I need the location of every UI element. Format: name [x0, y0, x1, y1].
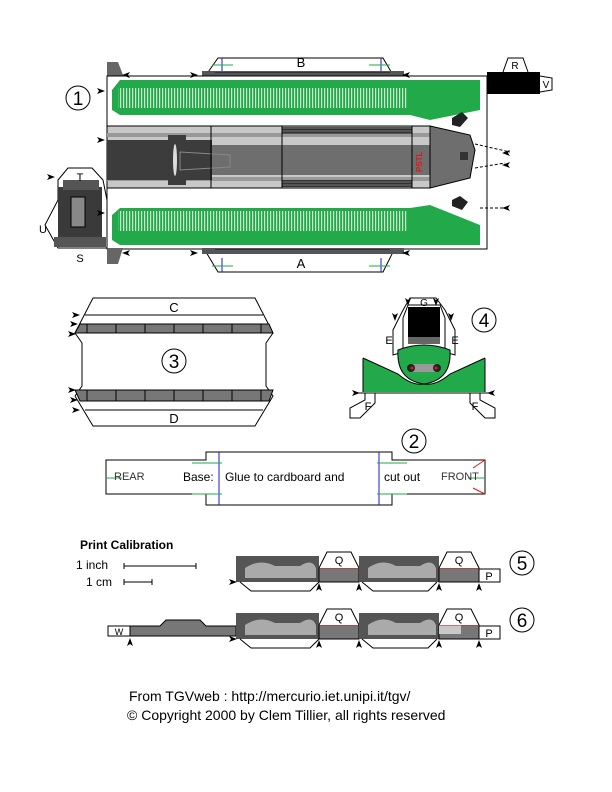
- rear-label: REAR: [114, 471, 145, 483]
- tab-label-q-6a: Q: [335, 612, 344, 624]
- base-instruction-2: Glue to cardboard and: [225, 470, 345, 484]
- front-label: FRONT: [441, 471, 479, 483]
- tab-label-b: B: [297, 55, 306, 70]
- part-number-circle-6: [509, 607, 535, 633]
- tab-label-q-5a: Q: [335, 555, 344, 567]
- foot-label-f-left: F: [365, 401, 372, 413]
- part-number-2: 2: [409, 432, 420, 453]
- part-number-circle-3: [161, 348, 187, 374]
- calibration-bars: [123, 563, 197, 585]
- livery-text: PSTL: [415, 151, 424, 172]
- tab-label-e-right: E: [451, 335, 458, 347]
- part-number-3: 3: [169, 352, 180, 373]
- tab-label-e-left: E: [385, 335, 392, 347]
- part-number-circle-5: [509, 550, 535, 576]
- tab-label-v: V: [543, 80, 550, 91]
- part-number-circle-1: [65, 85, 91, 111]
- tab-label-d: D: [169, 411, 178, 426]
- part-number-circle-2: [401, 428, 427, 454]
- part-5-bogie: [229, 551, 501, 592]
- tab-label-p-5: P: [485, 571, 492, 583]
- part-number-6: 6: [517, 611, 528, 632]
- tab-label-t: T: [77, 172, 84, 184]
- base-instruction-3: cut out: [384, 470, 421, 484]
- assembly-arrows-part1: [47, 72, 510, 256]
- tab-label-w-6: W: [115, 627, 124, 637]
- calibration-title: Print Calibration: [80, 538, 174, 552]
- part-number-4: 4: [479, 311, 490, 332]
- calibration-label-cm: 1 cm: [86, 575, 113, 589]
- foot-label-f-right: F: [472, 401, 479, 413]
- tab-label-g: G: [420, 298, 428, 309]
- part-6-bogie: [107, 608, 501, 649]
- tab-label-s: S: [76, 253, 83, 265]
- calibration-label-inch: 1 inch: [76, 558, 109, 572]
- part-number-1: 1: [73, 89, 84, 110]
- part-1-body: [44, 57, 553, 273]
- tab-label-q-6b: Q: [455, 612, 464, 624]
- tab-label-a: A: [297, 256, 306, 271]
- tab-label-r: R: [511, 61, 518, 72]
- part-4-body: [349, 297, 496, 419]
- tab-label-q-5b: Q: [455, 555, 464, 567]
- credits-source: From TGVweb : http://mercurio.iet.unipi.…: [129, 688, 411, 704]
- base-instruction-1: Base:: [183, 470, 214, 484]
- tab-label-p-6: P: [485, 628, 492, 640]
- part-number-5: 5: [517, 554, 528, 575]
- part-2-base: [105, 451, 486, 506]
- tab-label-c: C: [169, 300, 178, 315]
- tab-label-u: U: [39, 224, 47, 236]
- part-number-circle-4: [471, 307, 497, 333]
- credits-copyright: © Copyright 2000 by Clem Tillier, all ri…: [127, 707, 446, 723]
